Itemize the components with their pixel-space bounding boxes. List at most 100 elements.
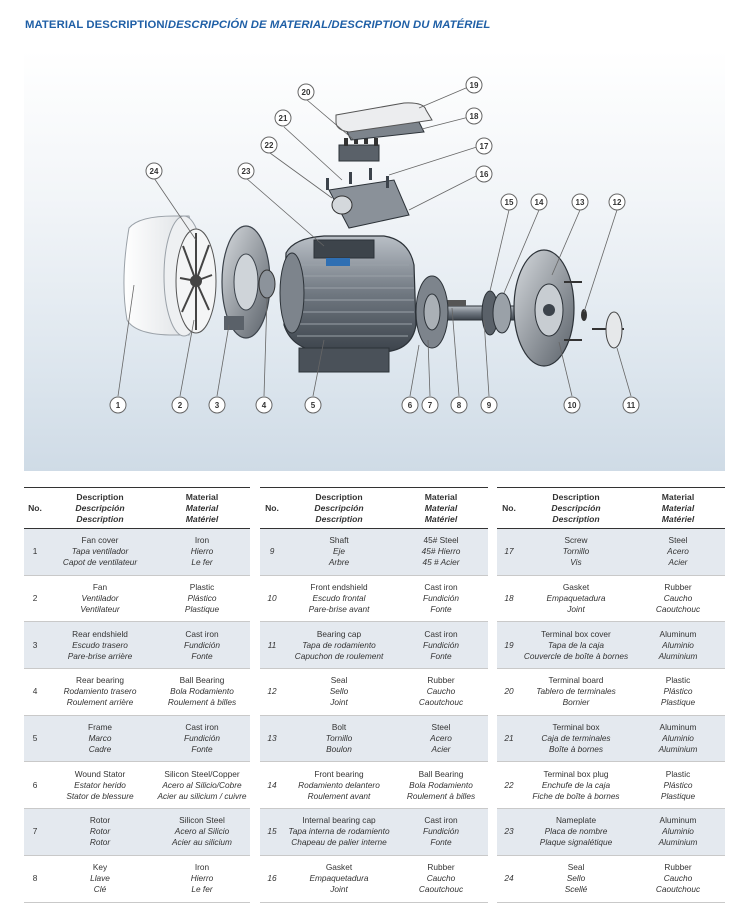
item-description-line: Boulon xyxy=(326,744,352,755)
motor-frame xyxy=(279,235,417,373)
callout-4: 4 xyxy=(255,396,273,414)
item-description-line: Key xyxy=(92,862,108,873)
item-material-line: Acier xyxy=(431,744,451,755)
item-description-line: Vis xyxy=(570,557,582,568)
item-description-line: Tapa de la caja xyxy=(548,639,604,650)
item-description-line: Sello xyxy=(329,686,349,697)
terminal-box xyxy=(328,179,410,229)
item-description-line: Boîte à bornes xyxy=(549,744,603,755)
item-description-line: Capot de ventilateur xyxy=(62,557,138,568)
callout-12: 12 xyxy=(608,193,626,211)
page-title: MATERIAL DESCRIPTION/DESCRIPCIÓN DE MATE… xyxy=(25,19,490,31)
item-number: 9 xyxy=(269,546,275,557)
callout-20: 20 xyxy=(297,83,315,101)
item-description-line: Arbre xyxy=(328,557,350,568)
callout-18: 18 xyxy=(465,107,483,125)
item-description-line: Seal xyxy=(330,675,348,686)
item-material-line: Ball Bearing xyxy=(418,768,464,779)
item-material-line: Plastique xyxy=(184,604,220,615)
item-description-line: Rotor xyxy=(89,837,111,848)
fan xyxy=(175,228,217,334)
item-number: 16 xyxy=(267,873,277,884)
svg-text:16: 16 xyxy=(480,170,489,179)
svg-text:18: 18 xyxy=(470,112,479,121)
item-material-line: Plastique xyxy=(660,697,696,708)
item-description-line: Gasket xyxy=(562,582,590,593)
item-description-line: Rear bearing xyxy=(76,675,124,686)
item-description-line: Cadre xyxy=(88,744,112,755)
item-material-line: Fonte xyxy=(191,650,213,661)
item-number: 8 xyxy=(32,873,38,884)
item-material-line: Plastic xyxy=(665,675,691,686)
item-description-line: Sello xyxy=(566,873,586,884)
item-description-line: Tablero de terminales xyxy=(536,686,616,697)
item-material-line: Cast iron xyxy=(424,582,458,593)
motor-illustration: 1 2 3 4 5 6 7 8 9 10 11 12 13 14 15 16 1… xyxy=(109,76,640,414)
svg-text:1: 1 xyxy=(116,401,121,410)
svg-text:4: 4 xyxy=(262,401,267,410)
callout-16: 16 xyxy=(475,165,493,183)
item-material-line: Plastique xyxy=(660,790,696,801)
item-number: 12 xyxy=(267,686,277,697)
svg-text:24: 24 xyxy=(150,167,159,176)
item-material-line: Cast iron xyxy=(185,722,219,733)
svg-text:13: 13 xyxy=(576,198,585,207)
item-material-line: Cast iron xyxy=(424,815,458,826)
item-material-line: Aluminio xyxy=(662,733,694,744)
svg-text:3: 3 xyxy=(215,401,220,410)
item-number: 17 xyxy=(504,546,514,557)
item-number: 2 xyxy=(32,593,38,604)
item-description-line: Scellé xyxy=(564,884,588,895)
item-description-line: Bolt xyxy=(331,722,347,733)
item-material-line: Roulement à billes xyxy=(167,697,237,708)
item-description-line: Rotor xyxy=(89,826,111,837)
item-number: 20 xyxy=(504,686,514,697)
item-material-line: Rubber xyxy=(427,675,455,686)
item-material-line: Cast iron xyxy=(185,628,219,639)
item-material-line: Aluminio xyxy=(662,826,694,837)
svg-text:21: 21 xyxy=(279,114,288,123)
callout-8: 8 xyxy=(450,396,468,414)
item-material-line: Acero al Silicio/Cobre xyxy=(162,779,242,790)
item-material-line: Acier au silicium xyxy=(172,837,232,848)
item-material-line: Hierro xyxy=(190,873,214,884)
item-material-line: Aluminio xyxy=(662,639,694,650)
terminal-board xyxy=(338,136,380,162)
callout-2: 2 xyxy=(171,396,189,414)
svg-text:15: 15 xyxy=(505,198,514,207)
svg-text:6: 6 xyxy=(408,401,413,410)
item-description-line: Capuchon de roulement xyxy=(294,650,384,661)
item-material-line: 45# Steel xyxy=(423,535,459,546)
item-material-line: Rubber xyxy=(664,582,692,593)
svg-text:9: 9 xyxy=(487,401,492,410)
rear-endshield xyxy=(221,225,271,339)
